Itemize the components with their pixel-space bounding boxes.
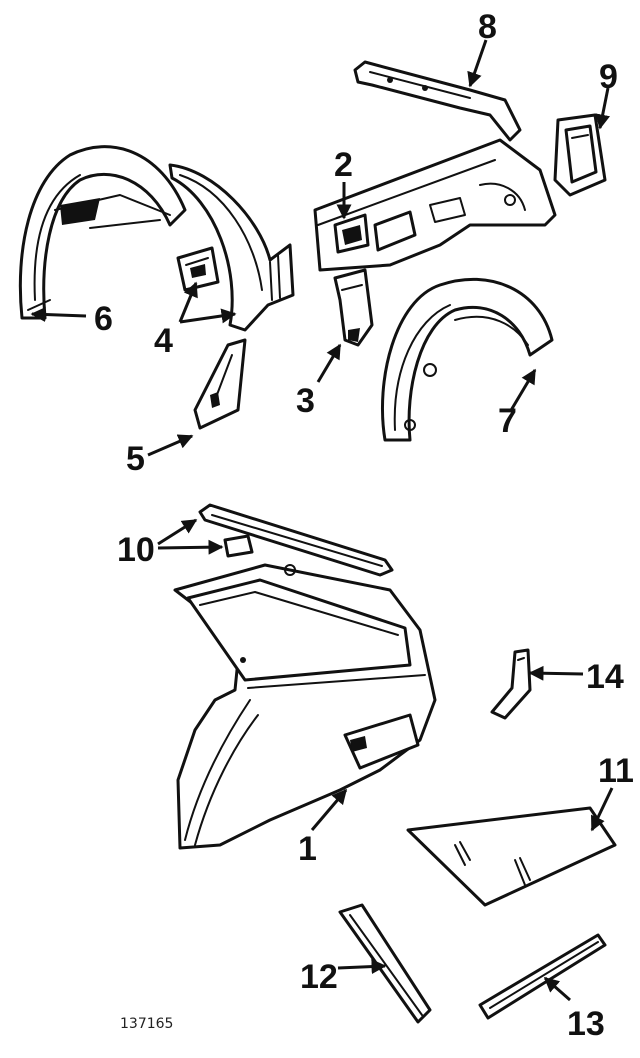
part-3-support <box>333 268 374 347</box>
callout-3: 3 <box>296 382 315 420</box>
leader-10a <box>157 518 198 546</box>
leader-12 <box>337 959 387 975</box>
leader-7 <box>508 368 537 413</box>
leader-13 <box>543 976 571 1002</box>
part-8-upper-rail <box>353 60 522 142</box>
part-7-wheelhouse-right <box>381 277 554 442</box>
callout-13: 13 <box>567 1005 605 1043</box>
part-4-wheelhouse-inner <box>168 163 295 332</box>
leader-8 <box>467 39 488 88</box>
callout-4: 4 <box>154 322 173 360</box>
part-6-wheelhouse-outer <box>18 145 187 320</box>
leader-5 <box>147 434 194 457</box>
callout-2: 2 <box>334 146 353 184</box>
leader-14 <box>528 665 584 681</box>
part-1-quarter-panel <box>173 563 437 850</box>
part-13-belt-molding <box>478 933 607 1020</box>
leader-3 <box>316 343 342 383</box>
leader-11 <box>590 787 614 832</box>
callout-8: 8 <box>478 8 497 46</box>
callout-1: 1 <box>298 830 317 868</box>
callout-5: 5 <box>126 440 145 478</box>
callout-9: 9 <box>599 58 618 96</box>
leader-6 <box>30 307 87 322</box>
part-12-pillar-trim <box>338 903 432 1024</box>
part-11-quarter-glass <box>406 806 617 907</box>
part-2-inner-panel <box>313 138 557 272</box>
leader-lines <box>30 39 614 1002</box>
leader-10b <box>157 539 224 555</box>
part-5-filler <box>193 338 247 430</box>
callout-14: 14 <box>586 658 624 696</box>
reference-number: 137165 <box>120 1016 173 1032</box>
callout-12: 12 <box>300 958 338 996</box>
part-14-bracket <box>490 648 532 720</box>
callout-6: 6 <box>94 300 113 338</box>
callout-10: 10 <box>117 531 155 569</box>
callout-7: 7 <box>498 402 517 440</box>
leader-4b <box>178 281 198 323</box>
part-9-bracket <box>553 113 607 197</box>
leader-9 <box>595 87 611 130</box>
part-10-roof-rail <box>198 503 394 577</box>
callout-11: 11 <box>598 752 634 790</box>
callout-labels: 6 4 5 2 3 7 8 9 10 1 14 11 12 13 <box>94 8 634 1043</box>
leader-1 <box>310 788 348 831</box>
leader-4a <box>179 308 237 324</box>
